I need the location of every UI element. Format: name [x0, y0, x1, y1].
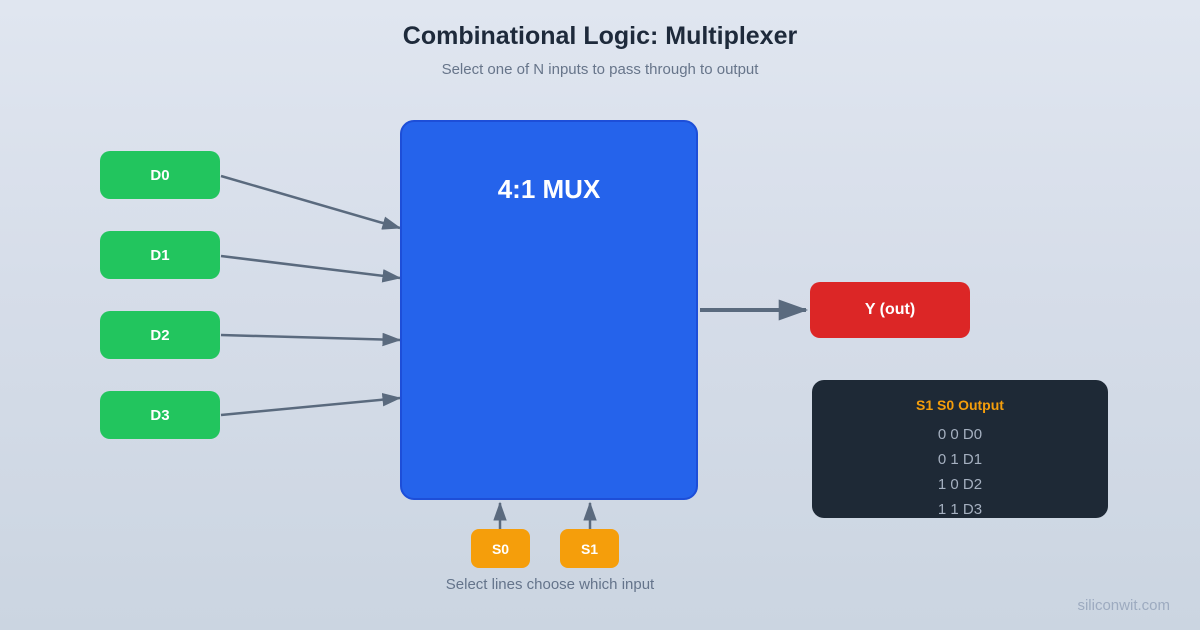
truth-table-row: 0 0 D0: [937, 426, 983, 443]
page-subtitle: Select one of N inputs to pass through t…: [441, 61, 759, 78]
input-node-d1-label: D1: [150, 246, 170, 264]
output-node-label: Y (out): [864, 301, 916, 318]
input-node-d0-label: D0: [150, 166, 170, 184]
input-node-d3: D3: [100, 391, 220, 439]
arrow-d2-to-mux: [220, 332, 402, 347]
truth-table-row: 1 0 D2: [937, 476, 983, 493]
mux-node: 4:1 MUX: [400, 120, 698, 500]
arrow-d0-to-mux: [220, 174, 402, 230]
arrow-d1-to-mux: [220, 254, 402, 283]
select-node-s1: S1: [560, 529, 619, 568]
select-node-s1-label: S1: [580, 540, 599, 557]
truth-table-panel: S1 S0 Output 0 0 D0 0 1 D1 1 0 D2 1 1 D3: [812, 380, 1108, 518]
truth-table-row: 0 1 D1: [937, 451, 983, 468]
watermark: siliconwit.com: [1077, 597, 1170, 614]
input-node-d2: D2: [100, 311, 220, 359]
output-node: Y (out): [810, 282, 970, 338]
mux-node-label: 4:1 MUX: [497, 174, 601, 204]
select-node-s0-label: S0: [491, 540, 510, 557]
truth-table-header: S1 S0 Output: [916, 397, 1004, 413]
input-node-d0: D0: [100, 151, 220, 199]
input-node-d3-label: D3: [150, 406, 170, 424]
truth-table-row: 1 1 D3: [937, 501, 983, 518]
truth-table-rows: 0 0 D0 0 1 D1 1 0 D2 1 1 D3: [812, 422, 1108, 518]
input-node-d2-label: D2: [150, 326, 170, 344]
select-lines-caption: Select lines choose which input: [445, 576, 655, 593]
select-node-s0: S0: [471, 529, 530, 568]
page-title: Combinational Logic: Multiplexer: [402, 22, 798, 50]
arrow-d3-to-mux: [220, 392, 402, 417]
input-node-d1: D1: [100, 231, 220, 279]
